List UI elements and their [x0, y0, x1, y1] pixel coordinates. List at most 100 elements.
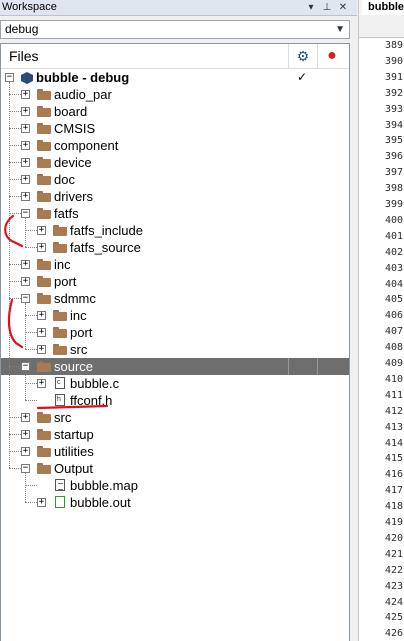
collapse-icon[interactable]: − [21, 208, 30, 218]
tree-row-label: inc [70, 308, 87, 323]
file-tree[interactable]: Files ⚙ ● − bubble - debug ✓ +audio_par+… [0, 43, 350, 641]
line-number: 399 [384, 199, 403, 210]
expand-icon[interactable]: + [37, 242, 46, 252]
collapse-icon[interactable]: − [21, 293, 30, 303]
tree-connector-line [9, 366, 21, 367]
folder-icon [37, 276, 51, 287]
expand-icon[interactable]: + [21, 429, 30, 439]
tree-row-sdmmc[interactable]: −sdmmc [1, 290, 349, 307]
tree-row-label: drivers [54, 189, 94, 204]
tree-row-label: doc [54, 172, 75, 187]
dropdown-arrow-icon[interactable]: ▾ [308, 2, 314, 13]
project-root-row[interactable]: − bubble - debug ✓ [1, 69, 349, 86]
folder-icon [37, 123, 51, 134]
tree-connector-line [9, 162, 21, 163]
expand-icon[interactable]: + [21, 276, 30, 286]
tree-connector-line [9, 213, 21, 214]
tree-row-port[interactable]: +port [1, 273, 349, 290]
folder-icon [37, 412, 51, 423]
folder-icon [37, 191, 51, 202]
collapse-icon[interactable]: − [5, 72, 14, 82]
workspace-panel: Workspace ▾ ⊥ ✕ debug ▼ Files ⚙ ● − bubb… [0, 0, 357, 641]
expand-icon[interactable]: + [37, 497, 46, 507]
expand-icon[interactable]: + [21, 123, 30, 133]
line-number: 408 [384, 342, 403, 354]
expand-icon[interactable]: + [37, 378, 46, 388]
line-number: 419 [384, 517, 403, 528]
tree-connector-line [9, 451, 21, 452]
tree-connector-line [9, 196, 21, 197]
tree-row-bubble-c[interactable]: + c bubble.c [1, 375, 349, 392]
tree-row-inc[interactable]: + inc [1, 307, 349, 324]
expand-icon[interactable]: + [37, 344, 46, 354]
expand-icon[interactable]: + [21, 140, 30, 150]
expand-icon[interactable]: + [37, 225, 46, 235]
folder-icon [37, 361, 51, 372]
tree-connector-line [25, 230, 37, 231]
tree-row-startup[interactable]: +startup [1, 426, 349, 443]
project-label: bubble - debug [36, 70, 130, 85]
tree-connector-line [25, 218, 26, 247]
tree-row-label: inc [54, 257, 71, 272]
tree-connector-line [9, 468, 21, 469]
pin-icon[interactable]: ⊥ [322, 2, 332, 13]
tree-row-utilities[interactable]: +utilities [1, 443, 349, 460]
gear-icon[interactable]: ⚙ [288, 44, 317, 68]
tree-row-fatfs[interactable]: −fatfs [1, 205, 349, 222]
tree-row-fatfs-source[interactable]: +fatfs_source [1, 239, 349, 256]
line-number: 403 [384, 262, 403, 274]
tree-connector-line [9, 281, 21, 282]
expand-icon[interactable]: + [21, 157, 30, 167]
expand-icon[interactable]: + [21, 412, 30, 422]
folder-icon [53, 327, 67, 338]
tree-row-label: device [54, 155, 92, 170]
tree-row-source[interactable]: −source [1, 358, 349, 375]
tree-row-bubble-out[interactable]: +bubble.out [1, 494, 349, 511]
breakpoint-dot-icon[interactable]: ● [317, 44, 346, 68]
tree-row-component[interactable]: +component [1, 137, 349, 154]
tree-connector-line [9, 128, 21, 129]
expand-icon[interactable]: + [21, 89, 30, 99]
tree-row-cmsis[interactable]: +CMSIS [1, 120, 349, 137]
line-number: 425 [384, 612, 403, 624]
line-number: 417 [384, 485, 403, 497]
expand-icon[interactable]: + [21, 191, 30, 201]
tree-row-inc[interactable]: + inc [1, 256, 349, 273]
line-number: 407 [384, 326, 403, 338]
map-file-icon [55, 479, 65, 491]
line-number: 396 [384, 151, 403, 163]
collapse-icon[interactable]: − [21, 463, 30, 473]
tree-row-fatfs-include[interactable]: +fatfs_include [1, 222, 349, 239]
expand-icon[interactable]: + [21, 174, 30, 184]
tree-row-output[interactable]: −Output [1, 460, 349, 477]
tree-row-label: bubble.c [70, 376, 120, 391]
tree-connector-line [25, 247, 37, 248]
line-number: 395 [384, 135, 403, 147]
tree-row-src[interactable]: +src [1, 341, 349, 358]
tree-row-bubble-map[interactable]: bubble.map [1, 477, 349, 494]
tree-connector-line [9, 434, 21, 435]
tree-row-drivers[interactable]: + drivers [1, 188, 349, 205]
expand-icon[interactable]: + [37, 327, 46, 337]
tree-row-doc[interactable]: + doc [1, 171, 349, 188]
editor-tab[interactable]: bubble [362, 0, 404, 15]
tree-row-audio-par[interactable]: +audio_par [1, 86, 349, 103]
expand-icon[interactable]: + [21, 446, 30, 456]
collapse-icon[interactable]: − [21, 361, 30, 371]
tree-row-port[interactable]: +port [1, 324, 349, 341]
tree-row-board[interactable]: +board [1, 103, 349, 120]
tree-connector-line [9, 298, 21, 299]
tree-row-device[interactable]: + device [1, 154, 349, 171]
expand-icon[interactable]: + [37, 310, 46, 320]
tree-row-src[interactable]: +src [1, 409, 349, 426]
file-type-glyph: h [57, 396, 61, 403]
line-number: 392 [384, 87, 403, 99]
expand-icon[interactable]: + [21, 106, 30, 116]
configuration-select[interactable]: debug ▼ [0, 20, 350, 39]
close-icon[interactable]: ✕ [338, 2, 348, 13]
file-type-glyph: c [57, 379, 61, 386]
line-number: 402 [384, 246, 403, 258]
folder-icon [53, 225, 67, 236]
expand-icon[interactable]: + [21, 259, 30, 269]
